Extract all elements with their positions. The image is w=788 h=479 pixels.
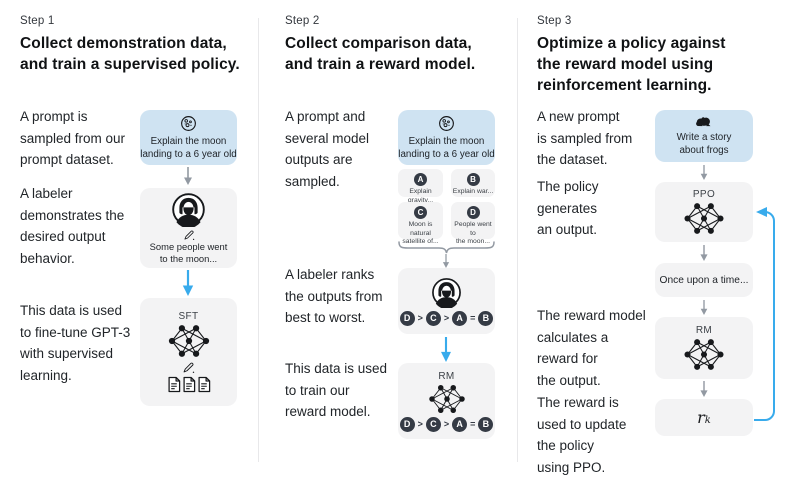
output-id-badge: C xyxy=(414,206,427,219)
step2-rm-box: RM D > C > A = B xyxy=(398,363,495,439)
rank-badge: C xyxy=(425,310,441,326)
output-id-badge: B xyxy=(466,173,480,186)
step3-label: Step 3 xyxy=(537,15,572,27)
down-arrow-blue xyxy=(182,270,194,296)
down-arrow-gray xyxy=(699,300,709,315)
output-text: Explain gravity... xyxy=(407,188,434,204)
rank-badge: D xyxy=(399,310,415,326)
step3-ppo-box: PPO xyxy=(655,182,753,242)
step3-prompt-box: Write a story about frogs xyxy=(655,110,753,162)
output-box-b: B Explain war... xyxy=(451,169,495,197)
step2-heading: Collect comparison data, and train a rew… xyxy=(285,35,476,73)
step1-labeler-box: Some people went to the moon... xyxy=(140,188,237,268)
step3-output-box: Once upon a time... xyxy=(655,263,753,297)
network-icon xyxy=(682,338,726,371)
documents-icon xyxy=(167,376,211,393)
step3-caption-policy: The policy generates an output. xyxy=(537,179,599,237)
step2-label: Step 2 xyxy=(285,15,320,27)
moon-icon xyxy=(180,115,197,132)
step3-reward-box: rk xyxy=(655,399,753,436)
output-id-badge: D xyxy=(466,206,480,219)
down-arrow-blue xyxy=(440,337,452,362)
rank-op: > xyxy=(443,313,450,323)
column-divider-1 xyxy=(258,18,259,462)
down-arrow-gray xyxy=(699,165,709,180)
down-arrow-gray xyxy=(441,254,451,268)
down-arrow-gray xyxy=(183,167,193,185)
step2-caption-train: This data is used to train our reward mo… xyxy=(285,361,388,419)
pencil-icon xyxy=(182,361,195,374)
output-text: Explain war... xyxy=(452,188,494,195)
ppo-label: PPO xyxy=(692,189,716,200)
rank-badge: A xyxy=(452,416,468,432)
step1-caption-train: This data is used to fine-tune GPT-3 wit… xyxy=(20,303,131,383)
step1-demo-text: Some people went to the moon... xyxy=(149,240,228,264)
step3-heading: Optimize a policy against the reward mod… xyxy=(537,35,726,94)
column-divider-2 xyxy=(517,18,518,462)
moon-icon xyxy=(438,115,455,132)
step3-prompt-text: Write a story about frogs xyxy=(676,132,732,156)
step1-label: Step 1 xyxy=(20,15,55,27)
reward-symbol: r xyxy=(697,407,705,427)
rm-label: RM xyxy=(438,370,455,382)
step3-rm-box: RM xyxy=(655,317,753,379)
rank-badge: A xyxy=(452,310,468,326)
rank-badge: D xyxy=(399,416,415,432)
policy-output-text: Once upon a time... xyxy=(659,274,749,286)
step3-caption-reward: The reward model calculates a reward for… xyxy=(537,308,646,388)
step3-caption-prompt: A new prompt is sampled from the dataset… xyxy=(537,109,633,167)
step2-prompt-text: Explain the moon landing to a 6 year old xyxy=(398,135,495,160)
ranking-row: D > C > A = B xyxy=(399,310,494,326)
rank-op: = xyxy=(470,419,476,429)
frog-icon xyxy=(695,115,713,128)
reward-value: rk xyxy=(697,408,711,428)
step1-caption-labeler: A labeler demonstrates the desired outpu… xyxy=(20,186,125,266)
rank-badge: B xyxy=(478,310,494,326)
output-id-badge: A xyxy=(414,173,427,186)
rank-op: > xyxy=(417,419,423,429)
rank-op: > xyxy=(443,419,450,429)
step1-prompt-box: Explain the moon landing to a 6 year old xyxy=(140,110,237,165)
down-arrow-gray xyxy=(699,381,709,397)
labeler-icon xyxy=(171,192,206,227)
pencil-icon xyxy=(183,229,195,241)
step1-prompt-text: Explain the moon landing to a 6 year old xyxy=(140,135,237,160)
step1-heading: Collect demonstration data, and train a … xyxy=(20,35,240,73)
network-icon xyxy=(166,324,212,358)
brace-icon xyxy=(398,241,495,254)
step2-prompt-box: Explain the moon landing to a 6 year old xyxy=(398,110,495,165)
down-arrow-gray xyxy=(699,245,709,261)
output-text: People went to the moon... xyxy=(454,221,492,245)
output-box-a: A Explain gravity... xyxy=(398,169,443,204)
step2-labeler-box: D > C > A = B xyxy=(398,268,495,334)
sft-label: SFT xyxy=(178,311,199,322)
ranking-row: D > C > A = B xyxy=(399,416,494,432)
rm-label: RM xyxy=(695,325,713,336)
output-box-d: D People went to the moon... xyxy=(451,202,495,245)
rank-op: = xyxy=(470,313,476,323)
step1-sft-box: SFT xyxy=(140,298,237,406)
rank-badge: B xyxy=(478,416,494,432)
step2-caption-prompt: A prompt and several model outputs are s… xyxy=(285,109,370,189)
reward-subscript: k xyxy=(704,414,711,426)
network-icon xyxy=(682,202,726,235)
step2-caption-rank: A labeler ranks the outputs from best to… xyxy=(285,267,383,325)
network-icon xyxy=(427,384,467,414)
labeler-icon xyxy=(431,277,462,308)
rank-badge: C xyxy=(425,416,441,432)
output-box-c: C Moon is natural satellite of... xyxy=(398,202,443,245)
feedback-arrow xyxy=(752,204,778,426)
step1-caption-prompt: A prompt is sampled from our prompt data… xyxy=(20,109,126,167)
step3-caption-update: The reward is used to update the policy … xyxy=(537,395,627,475)
rank-op: > xyxy=(417,313,423,323)
output-text: Moon is natural satellite of... xyxy=(402,221,439,245)
